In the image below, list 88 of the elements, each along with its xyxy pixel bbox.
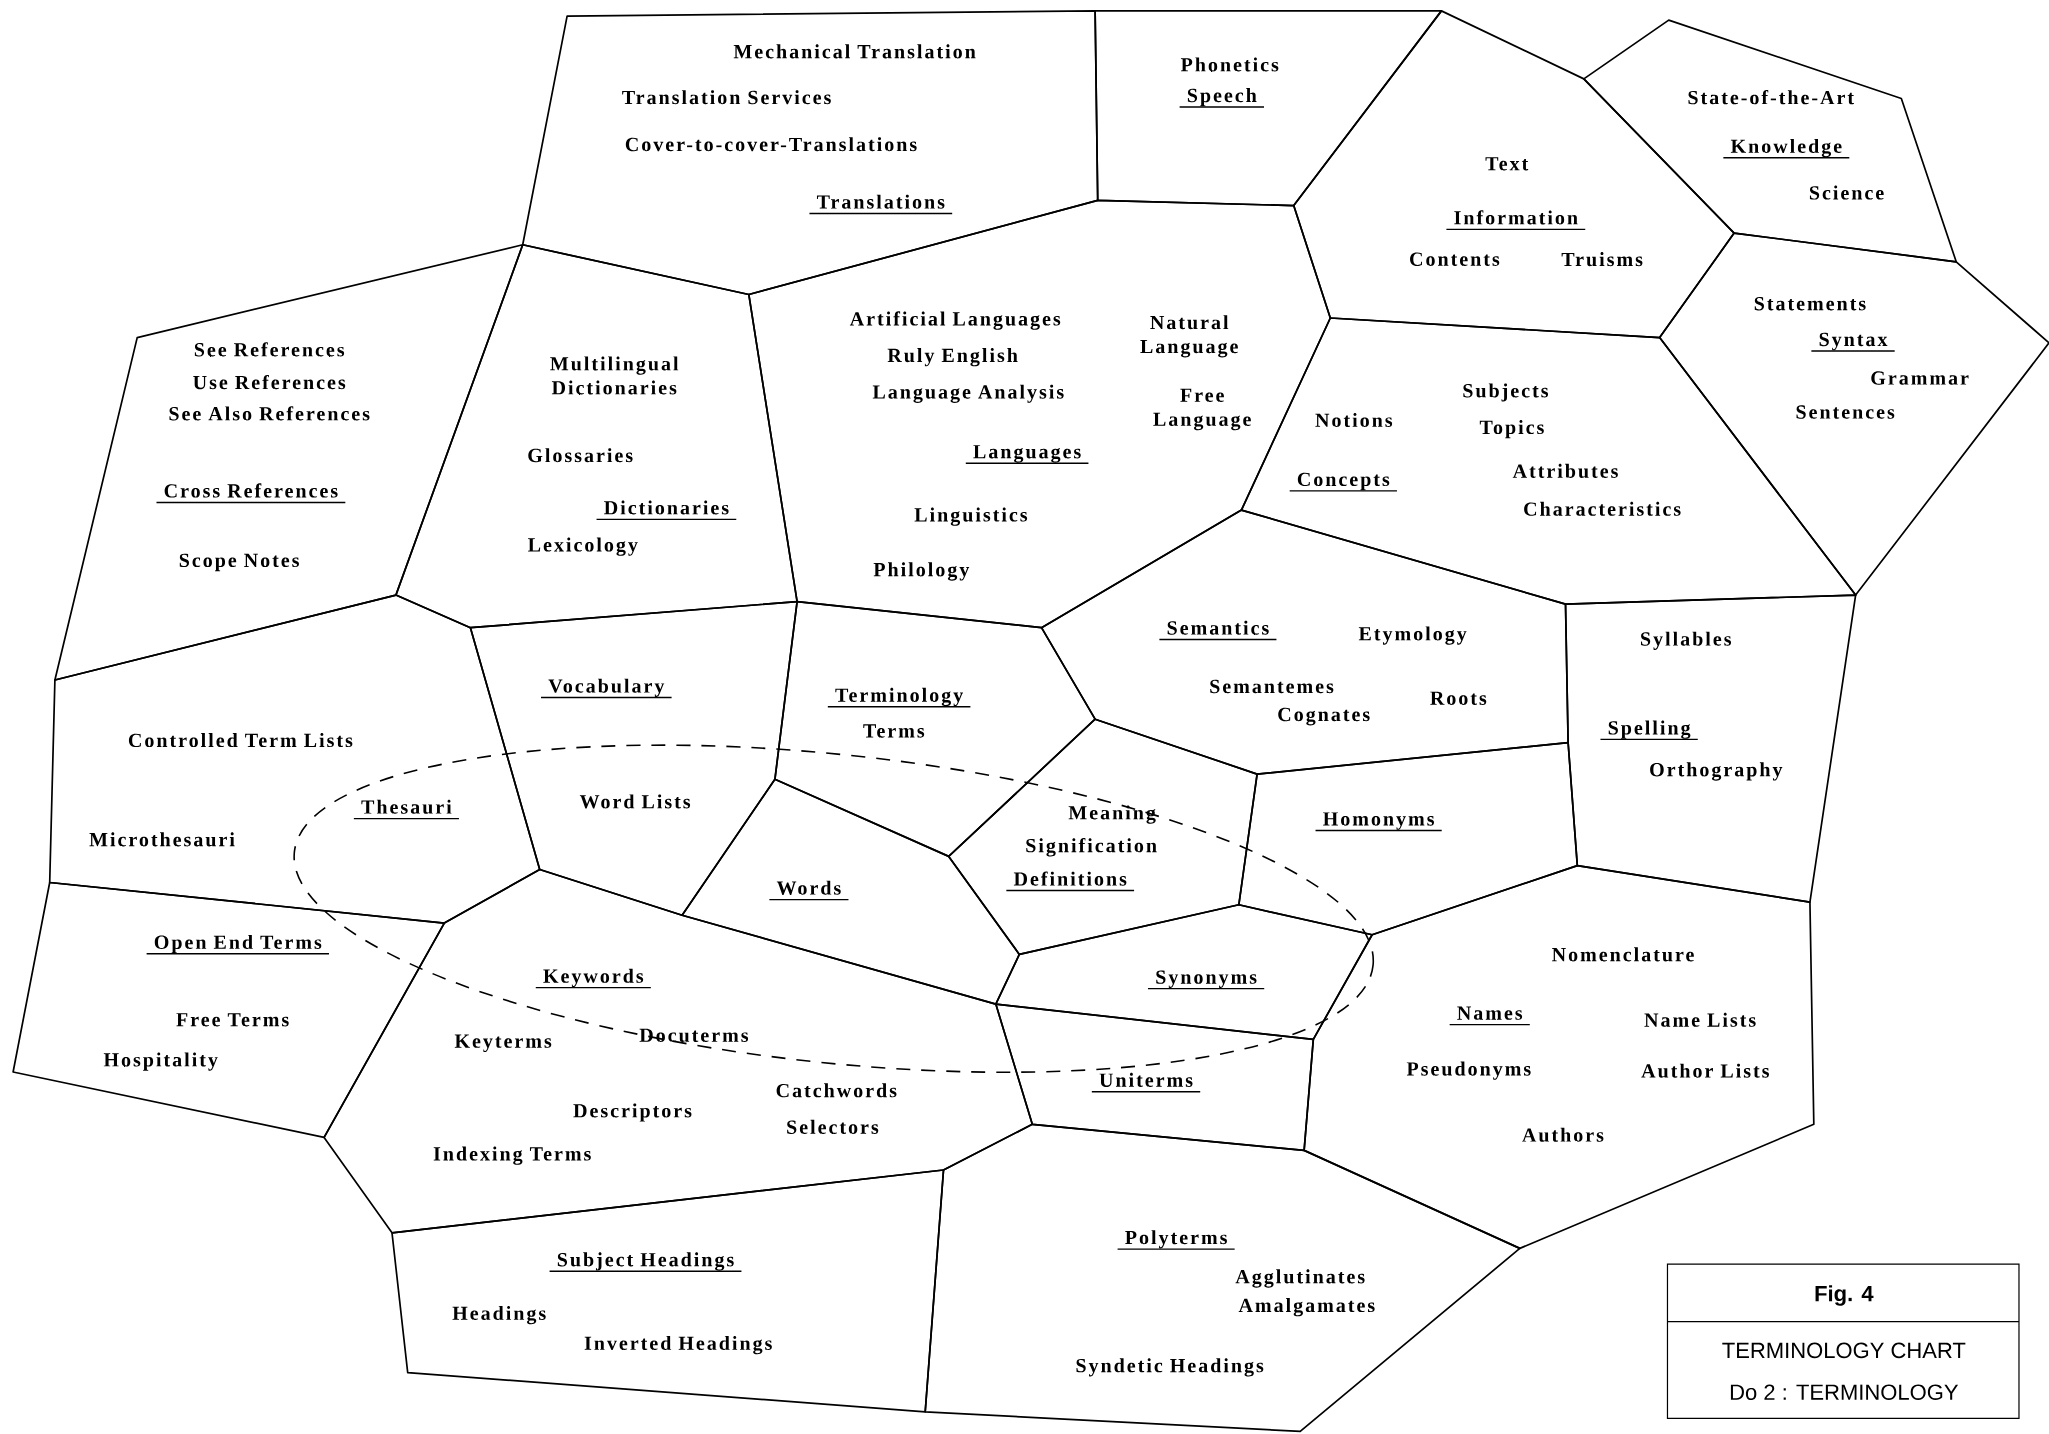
heading-label: Synonyms: [1147, 970, 1265, 990]
term-label: Scope Notes: [179, 553, 299, 572]
term-label: Authors: [1522, 1127, 1604, 1142]
term-label: Truisms: [1561, 252, 1643, 267]
heading-label: Definitions: [1005, 871, 1135, 892]
term-label: State-of-the-Art: [1688, 90, 1854, 105]
term-label: Semantemes: [1210, 679, 1334, 694]
term-label: Meaning: [1068, 805, 1156, 824]
term-label: Inverted Headings: [584, 1335, 772, 1355]
heading-label: Subject Headings: [548, 1252, 743, 1272]
heading-label: Names: [1448, 1006, 1531, 1026]
term-label: Catchwords: [776, 1083, 897, 1098]
term-label: Philology: [873, 562, 970, 581]
term-label: Phonetics: [1180, 57, 1279, 72]
term-label: Attributes: [1512, 463, 1618, 478]
heading-label: Keywords: [535, 968, 652, 989]
figure-caption: Do 2 : TERMINOLOGY: [1730, 1384, 1959, 1400]
heading-label: Languages: [965, 445, 1090, 464]
term-label: Name Lists: [1644, 1012, 1756, 1027]
heading-label: Open End Terms: [145, 934, 330, 955]
term-label: Mechanical Translation: [733, 44, 976, 59]
term-label: Natural Language: [1140, 315, 1238, 358]
term-label: Text: [1485, 157, 1529, 171]
heading-label: Syntax: [1810, 332, 1896, 352]
term-label: Linguistics: [914, 507, 1028, 526]
heading-label: Words: [768, 880, 850, 901]
heading-label: Thesauri: [353, 799, 460, 820]
term-label: Use References: [193, 374, 346, 390]
term-label: Glossaries: [528, 448, 633, 463]
term-label: Syllables: [1641, 631, 1732, 650]
term-label: Cognates: [1278, 707, 1370, 726]
term-label: Agglutinates: [1235, 1269, 1365, 1288]
term-label: Artificial Languages: [849, 311, 1061, 330]
heading-label: Cross References: [155, 483, 346, 504]
term-label: See Also References: [169, 406, 370, 421]
term-label: Language Analysis: [872, 384, 1064, 403]
term-label: Hospitality: [103, 1052, 218, 1071]
term-label: Free Terms: [176, 1013, 289, 1027]
heading-label: Terminology: [827, 687, 972, 708]
term-label: Notions: [1315, 412, 1393, 427]
heading-label: Spelling: [1599, 720, 1699, 741]
term-label: Ruly English: [887, 348, 1018, 367]
term-label: Sentences: [1796, 405, 1895, 419]
heading-label: Homonyms: [1314, 812, 1443, 832]
term-label: See References: [194, 342, 345, 357]
term-label: Lexicology: [528, 537, 638, 556]
term-label: Grammar: [1871, 371, 1969, 385]
term-label: Contents: [1410, 252, 1500, 266]
term-label: Etymology: [1358, 626, 1467, 645]
term-label: Docuterms: [639, 1028, 749, 1043]
figure-caption: TERMINOLOGY CHART: [1722, 1342, 1966, 1359]
term-label: Microthesauri: [89, 832, 235, 847]
term-label: Descriptors: [573, 1103, 692, 1122]
heading-label: Vocabulary: [540, 678, 673, 699]
heading-label: Uniterms: [1091, 1072, 1201, 1093]
term-label: Indexing Terms: [433, 1146, 591, 1165]
term-label: Keyterms: [454, 1034, 552, 1052]
term-label: Pseudonyms: [1406, 1061, 1531, 1080]
heading-label: Semantics: [1158, 620, 1278, 641]
term-label: Roots: [1430, 691, 1487, 705]
term-label: Characteristics: [1524, 501, 1681, 516]
term-label: Word Lists: [579, 794, 691, 809]
term-label: Nomenclature: [1552, 947, 1694, 962]
heading-label: Translations: [808, 194, 953, 215]
term-label: Terms: [863, 724, 925, 738]
term-label: Orthography: [1650, 762, 1783, 781]
term-label: Cover-to-cover-Translations: [625, 137, 917, 152]
term-label: Author Lists: [1641, 1063, 1769, 1078]
heading-label: Speech: [1178, 88, 1265, 108]
term-label: Headings: [452, 1305, 546, 1325]
term-label: Signification: [1026, 838, 1157, 857]
term-label: Syndetic Headings: [1076, 1358, 1264, 1377]
term-label: Science: [1809, 185, 1884, 200]
term-label: Statements: [1754, 296, 1866, 311]
term-label: Amalgamates: [1238, 1298, 1375, 1317]
term-label: Subjects: [1463, 383, 1549, 402]
heading-label: Dictionaries: [595, 500, 737, 521]
term-label: Selectors: [787, 1119, 879, 1134]
term-label: Translation Services: [622, 90, 831, 105]
heading-label: Concepts: [1289, 472, 1398, 492]
heading-label: Polyterms: [1116, 1230, 1236, 1250]
figure-caption: Fig. 4: [1815, 1285, 1874, 1306]
term-label: Controlled Term Lists: [128, 733, 353, 748]
heading-label: Information: [1445, 210, 1586, 231]
term-label: Free Language: [1153, 388, 1251, 431]
heading-label: Knowledge: [1722, 138, 1850, 159]
term-label: Topics: [1479, 420, 1544, 439]
term-label: Multilingual Dictionaries: [550, 356, 679, 395]
